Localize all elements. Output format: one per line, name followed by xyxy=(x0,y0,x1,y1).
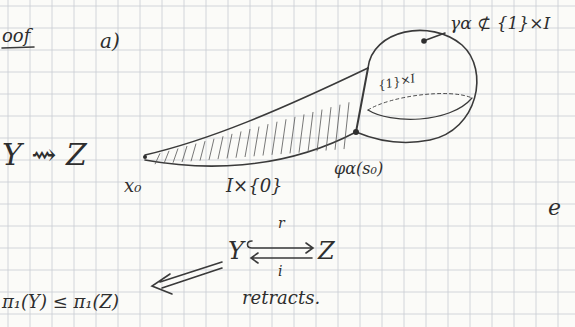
grid-line xyxy=(448,0,449,327)
point-label: x₀ xyxy=(124,176,141,196)
grid-line xyxy=(0,116,575,117)
phi-point xyxy=(353,129,359,135)
bulb xyxy=(356,30,477,142)
grid-line xyxy=(0,182,575,183)
hatching xyxy=(245,129,250,157)
hatching xyxy=(335,105,340,150)
grid-line xyxy=(536,0,537,327)
grid-line xyxy=(492,0,493,327)
tube-bottom xyxy=(145,132,356,166)
grid-line xyxy=(316,0,317,327)
grid-line xyxy=(96,0,97,327)
set-label: {1}×I xyxy=(377,72,417,93)
grid-line xyxy=(272,0,273,327)
hatching xyxy=(227,134,232,159)
grid-line xyxy=(0,50,575,51)
hatching xyxy=(254,127,259,157)
hatching xyxy=(290,117,295,154)
hatching xyxy=(272,122,277,155)
grid-line xyxy=(0,94,575,95)
base-point xyxy=(143,155,147,159)
grid-line xyxy=(0,6,575,7)
grid-line xyxy=(558,0,559,327)
underline xyxy=(2,47,34,48)
map-label: i xyxy=(278,264,282,279)
heading-fragment: oof xyxy=(2,26,30,46)
point-label: φα(s₀) xyxy=(334,160,383,178)
hatching xyxy=(326,107,331,150)
grid-line xyxy=(404,0,405,327)
retraction-arrow xyxy=(251,253,312,263)
map-label: r xyxy=(278,216,285,231)
note: retracts. xyxy=(242,288,320,308)
inclusion-arrow xyxy=(248,241,314,253)
hatching xyxy=(164,151,169,164)
grid-line xyxy=(140,0,141,327)
hatching xyxy=(263,124,268,155)
equator-back xyxy=(368,94,472,110)
hatching xyxy=(299,114,304,152)
loop-label: γα ⊄ {1}×I xyxy=(450,14,550,33)
grid-line xyxy=(514,0,515,327)
equator xyxy=(368,98,472,119)
part-label: a) xyxy=(100,30,120,52)
hatching xyxy=(344,102,349,149)
grid-line xyxy=(0,226,575,227)
hatching xyxy=(173,148,178,162)
hatching xyxy=(308,112,313,152)
relation-label: Y ⇝ Z xyxy=(2,138,87,171)
grid-line xyxy=(426,0,427,327)
grid-line xyxy=(206,0,207,327)
gamma-tick xyxy=(426,33,445,40)
grid-line xyxy=(0,314,575,315)
gamma-point xyxy=(421,38,427,44)
hatching xyxy=(155,153,160,164)
space-label: Y xyxy=(228,238,244,264)
hatching xyxy=(200,141,205,160)
hatching xyxy=(209,139,214,160)
hatching xyxy=(218,136,223,159)
grid-line xyxy=(228,0,229,327)
space-label: Z xyxy=(318,238,335,264)
hatching xyxy=(182,146,187,162)
hatching xyxy=(281,119,286,154)
hatching xyxy=(317,110,322,152)
grid-line xyxy=(294,0,295,327)
grid-line xyxy=(0,72,575,73)
group-relation: π₁(Y) ≤ π₁(Z) xyxy=(2,292,119,312)
hatching xyxy=(191,144,196,162)
grid-line xyxy=(0,204,575,205)
hatching xyxy=(236,131,241,157)
grid-line xyxy=(184,0,185,327)
grid-line xyxy=(0,270,575,271)
grid-line xyxy=(470,0,471,327)
implies-arrow xyxy=(152,262,222,294)
fragment-letter: e xyxy=(548,196,561,220)
set-label: I×{0} xyxy=(226,176,283,196)
segment-1xI xyxy=(356,68,368,132)
